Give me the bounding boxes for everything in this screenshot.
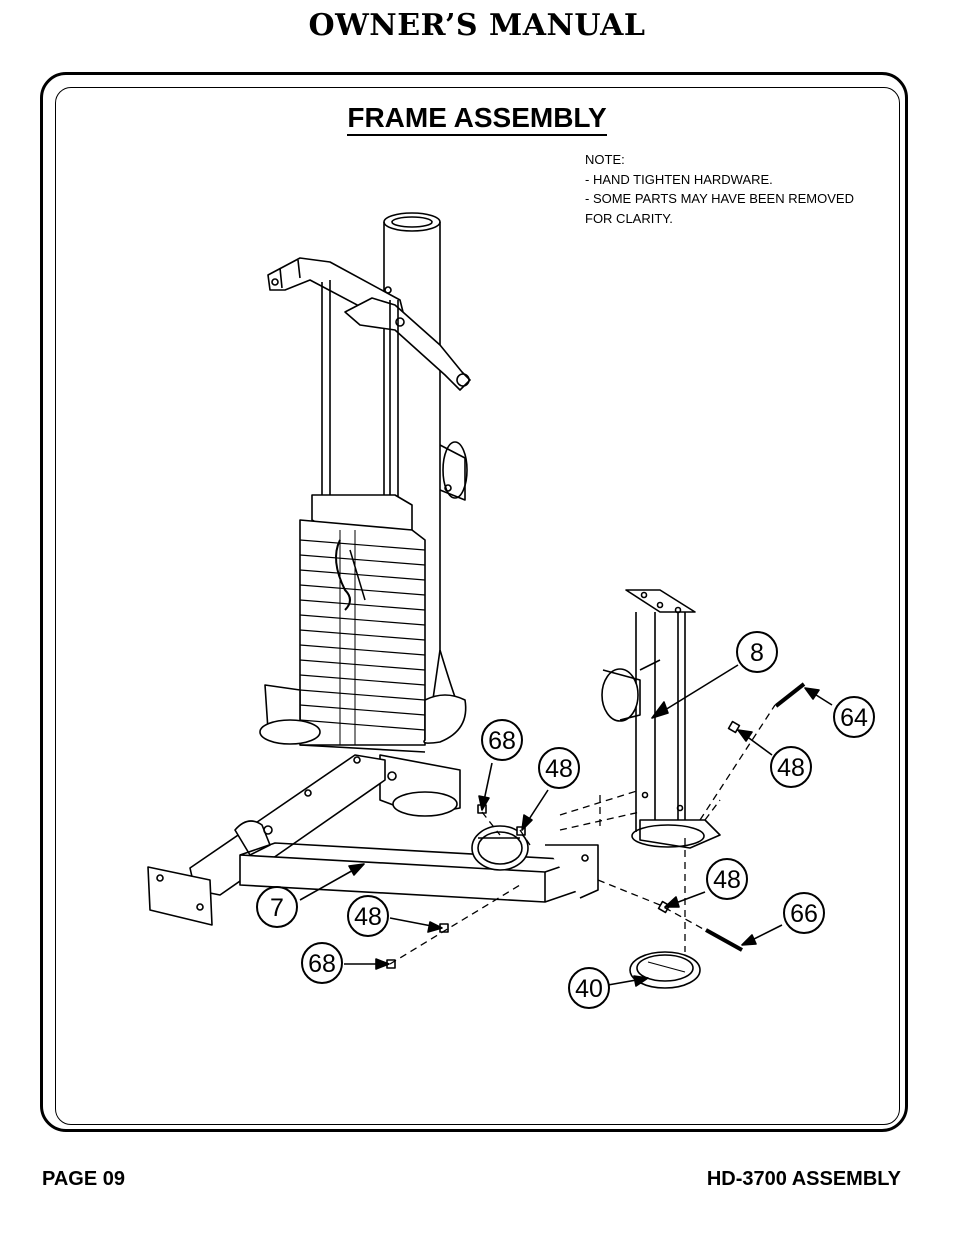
post-pulley	[601, 659, 661, 722]
callout-label-40: 40	[575, 975, 603, 1003]
note-line: - SOME PARTS MAY HAVE BEEN REMOVED	[585, 191, 854, 206]
guide-rods	[321, 280, 399, 520]
diagonal-arm	[147, 754, 386, 926]
page-inner-border	[55, 87, 900, 1125]
callout-circle	[783, 892, 825, 934]
crossbar-pulley	[471, 825, 529, 871]
callout-circle	[568, 967, 610, 1009]
page-outer-border	[40, 72, 908, 1132]
model-assembly-label: HD-3700 ASSEMBLY	[706, 1168, 901, 1190]
upright-post-part-8	[625, 589, 721, 849]
page-number: PAGE 09	[42, 1168, 125, 1190]
callout-circle	[538, 747, 580, 789]
assembly-guide-lines	[389, 704, 776, 965]
crossbar-part-7	[239, 842, 599, 903]
front-base-beam	[379, 754, 461, 817]
assembly-note: NOTE: - HAND TIGHTEN HARDWARE. - SOME PA…	[585, 150, 895, 228]
section-title-text: FRAME ASSEMBLY	[347, 102, 607, 136]
callout-label-8: 8	[750, 639, 764, 667]
callout-circle	[301, 942, 343, 984]
stack-base	[259, 684, 467, 753]
callout-circle	[770, 746, 812, 788]
column-pulley	[439, 441, 468, 501]
callout-label-68: 68	[488, 727, 516, 755]
callout-circle	[347, 895, 389, 937]
note-line: FOR CLARITY.	[585, 210, 673, 226]
callout-label-48: 48	[545, 755, 573, 783]
weight-stack	[299, 494, 426, 746]
callout-label-48: 48	[713, 866, 741, 894]
callout-label-64: 64	[840, 704, 868, 732]
callout-circle	[833, 696, 875, 738]
manual-title: OWNER’S MANUAL	[308, 8, 646, 43]
callout-circle	[481, 719, 523, 761]
callout-label-7: 7	[270, 894, 284, 922]
callout-label-48: 48	[354, 903, 382, 931]
callout-circle	[706, 858, 748, 900]
callout-label-48: 48	[777, 754, 805, 782]
callout-circle	[256, 886, 298, 928]
section-title: FRAME ASSEMBLY	[0, 102, 954, 136]
callout-circle	[736, 631, 778, 673]
leader-arrows	[299, 664, 833, 987]
callout-label-66: 66	[790, 900, 818, 928]
callout-label-68: 68	[308, 950, 336, 978]
note-heading: NOTE:	[585, 152, 625, 167]
top-bracket	[267, 257, 471, 391]
note-line: - HAND TIGHTEN HARDWARE.	[585, 171, 773, 187]
